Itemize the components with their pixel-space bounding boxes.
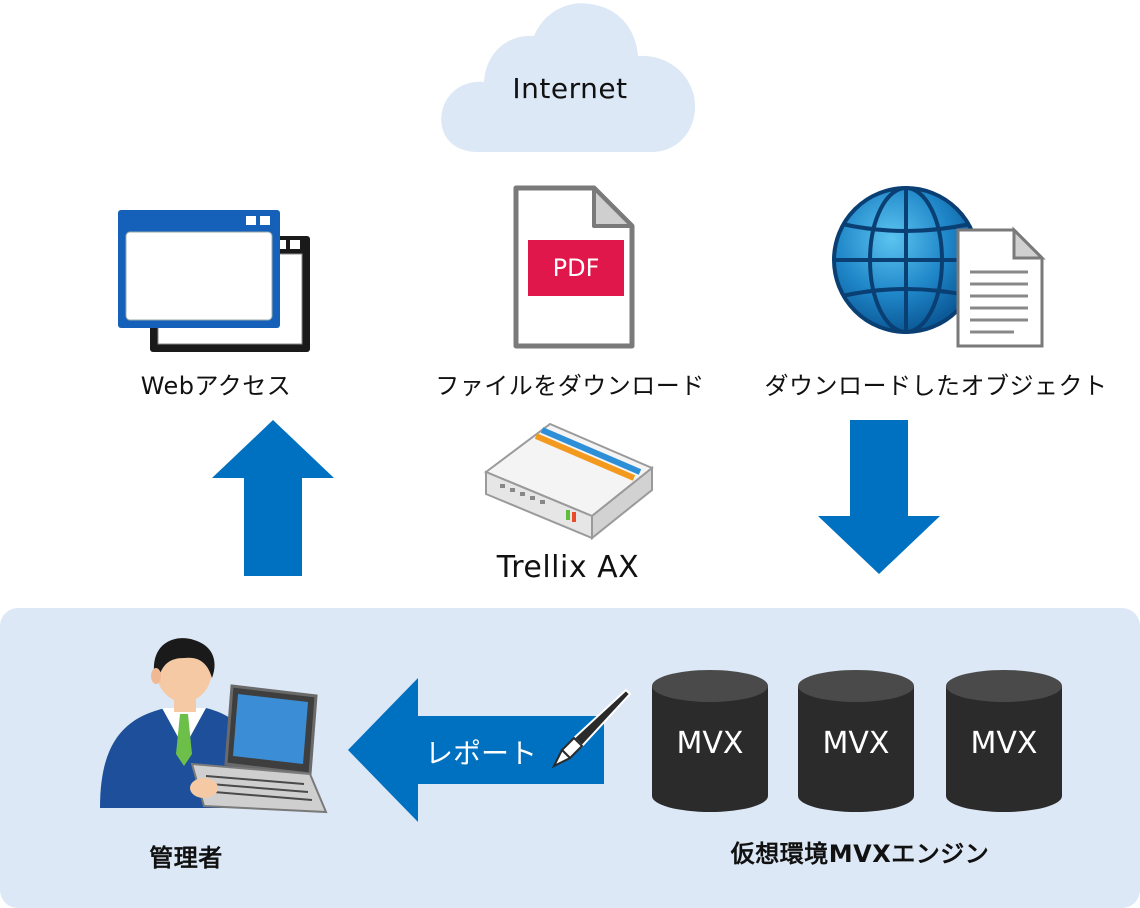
mvx-engines-label: 仮想環境MVXエンジン [730, 840, 990, 868]
mvx-engine-label: MVX [676, 726, 744, 761]
internet-cloud [441, 3, 696, 152]
download-file-label: ファイルをダウンロード [435, 372, 705, 400]
down-arrow [818, 420, 940, 574]
up-arrow [212, 420, 334, 576]
pdf-badge-text: PDF [552, 254, 600, 282]
administrator-icon [100, 638, 328, 814]
mvx-engine-cylinder [798, 670, 914, 812]
web-access-label: Webアクセス [140, 372, 292, 400]
administrator-label: 管理者 [149, 844, 223, 872]
report-label: レポート [424, 737, 537, 770]
appliance-label: Trellix AX [496, 550, 640, 585]
internet-label: Internet [512, 72, 628, 105]
browser-windows-icon [118, 210, 310, 352]
appliance-icon [483, 422, 654, 541]
pen-icon [551, 688, 632, 769]
globe-document-icon [832, 186, 1046, 348]
mvx-engine-label: MVX [822, 726, 890, 761]
mvx-engine-cylinder [652, 670, 768, 812]
mvx-engine-label: MVX [970, 726, 1038, 761]
mvx-engine-cylinder [946, 670, 1062, 812]
report-arrow [348, 678, 604, 822]
pdf-file-icon [513, 185, 635, 349]
downloaded-object-label: ダウンロードしたオブジェクト [764, 372, 1108, 400]
